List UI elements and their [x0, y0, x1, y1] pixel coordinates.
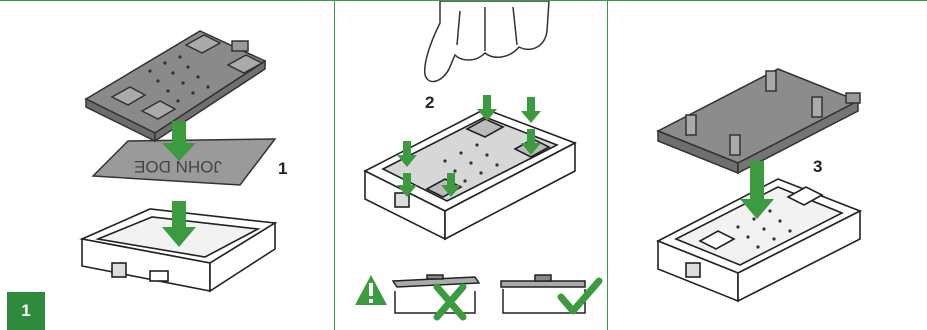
back-plate [658, 69, 860, 173]
step-3-label: 3 [813, 157, 822, 177]
step-1-label: 1 [278, 159, 287, 179]
figure-number-badge: 1 [7, 292, 45, 330]
panel-3-illustration [608, 1, 927, 330]
panel-step-3: 3 [608, 1, 927, 330]
step-2-label: 2 [425, 93, 434, 113]
hand-icon [425, 1, 549, 82]
incorrect-example [393, 275, 479, 313]
housing-assembled [365, 109, 575, 239]
panel-2-illustration [335, 1, 608, 330]
warning-icon [355, 275, 387, 305]
panel-step-2: 2 [335, 1, 608, 330]
panel-step-1: JOHN DOE [0, 1, 334, 330]
